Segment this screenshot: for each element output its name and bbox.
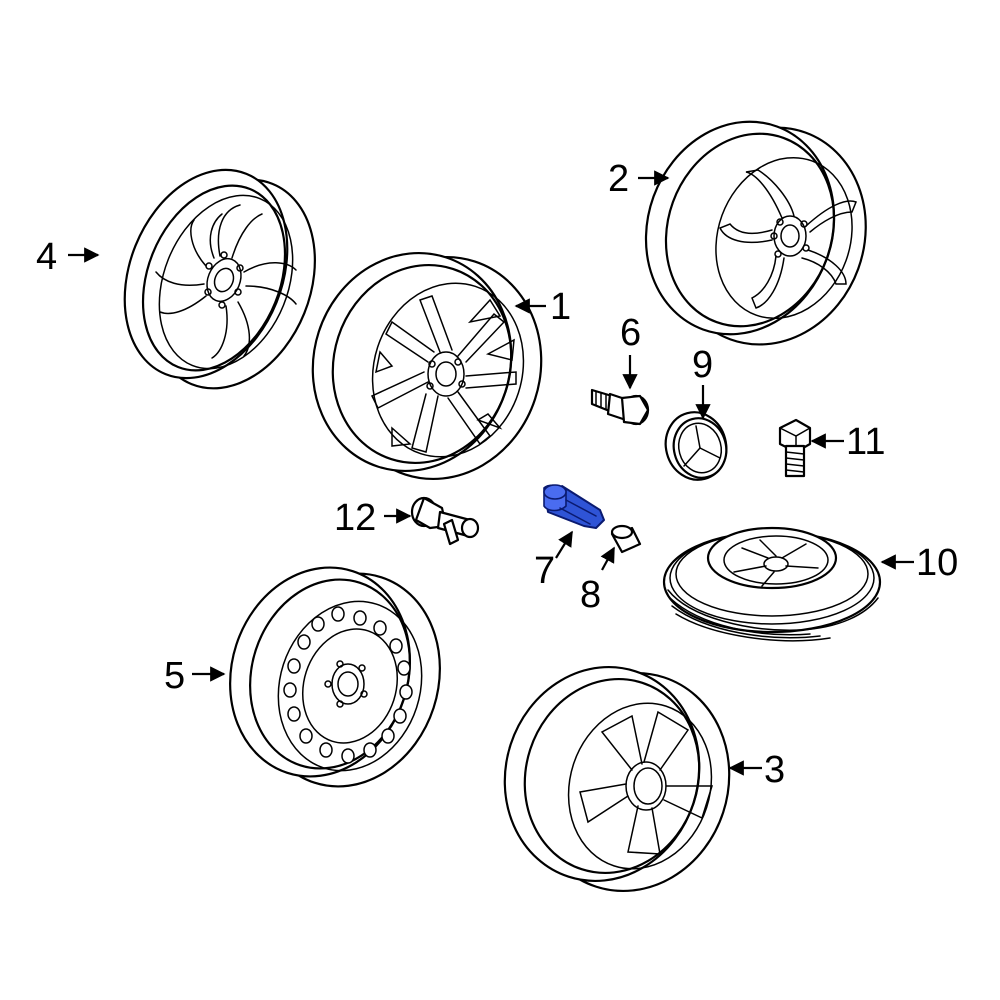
part-10-tire-wheel-assembly	[662, 526, 882, 642]
wheel-2	[644, 120, 867, 346]
part-8-valve-cap	[610, 524, 642, 554]
callout-11: 11	[846, 421, 885, 463]
callout-3: 3	[764, 749, 785, 791]
callout-12: 12	[334, 497, 376, 539]
part-9-center-cap	[664, 411, 728, 481]
leader-lines	[68, 170, 914, 776]
callout-7: 7	[534, 550, 555, 592]
wheel-1	[311, 251, 543, 481]
callout-8: 8	[580, 574, 601, 616]
part-6-lug-bolt	[590, 388, 650, 426]
callout-2: 2	[608, 158, 629, 200]
part-11-locking-bolt	[778, 418, 812, 478]
callout-9: 9	[692, 344, 713, 386]
part-12-tpms-valve	[410, 496, 480, 546]
callout-10: 10	[916, 542, 958, 584]
callout-6: 6	[620, 312, 641, 354]
wheel-4	[123, 168, 316, 390]
callout-5: 5	[164, 655, 185, 697]
wheel-3	[503, 665, 731, 893]
callout-4: 4	[36, 236, 57, 278]
part-7-valve-stem	[543, 484, 605, 529]
callout-1: 1	[550, 286, 571, 328]
wheel-5	[229, 566, 441, 788]
